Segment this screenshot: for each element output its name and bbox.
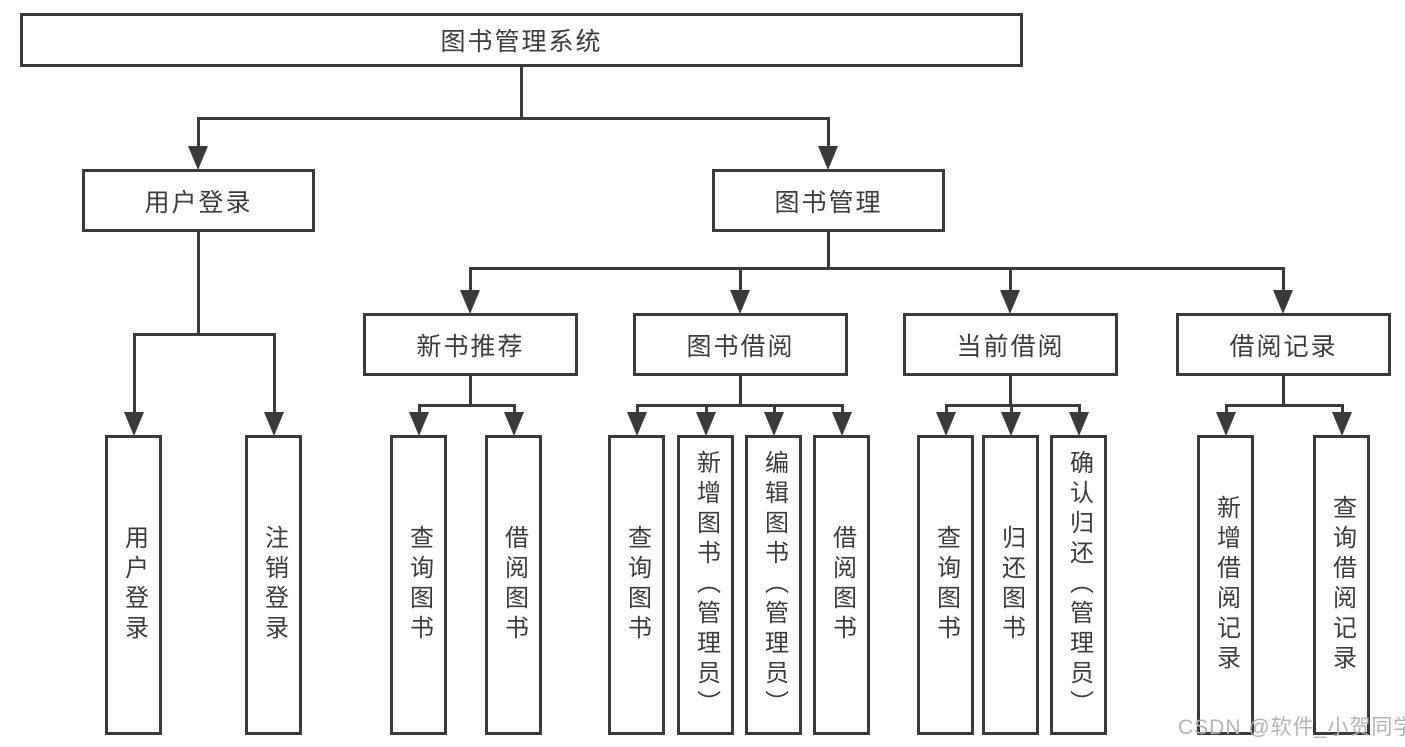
connector-line [197, 230, 200, 335]
connector-line [1225, 404, 1228, 416]
connector-line [418, 404, 421, 416]
connector-line [1078, 404, 1081, 416]
leaf-query-books-borrowing: 查询图书 [608, 435, 665, 735]
connector-line [1282, 375, 1285, 406]
arrow-down [188, 146, 208, 170]
connector-line [197, 117, 830, 120]
connector-line [773, 404, 776, 416]
arrow-down [460, 290, 480, 314]
arrow-down [730, 290, 750, 314]
arrow-down [764, 412, 784, 436]
node-borrowing-records: 借阅记录 [1176, 313, 1391, 376]
connector-line [1225, 404, 1343, 407]
arrow-down [1273, 290, 1293, 314]
connector-line [1341, 404, 1344, 416]
node-new-book-recommendation: 新书推荐 [363, 313, 578, 376]
node-book-borrowing: 图书借阅 [633, 313, 848, 376]
arrow-down [1069, 412, 1089, 436]
leaf-return-books: 归还图书 [982, 435, 1039, 735]
connector-line [1010, 404, 1013, 416]
connector-line [1282, 267, 1285, 293]
arrow-down [1216, 412, 1236, 436]
arrow-down [124, 412, 144, 436]
connector-line [469, 267, 472, 293]
leaf-add-borrow-record: 新增借阅记录 [1197, 435, 1254, 735]
connector-line [827, 230, 830, 269]
connector-line [133, 333, 136, 414]
arrow-down [1332, 412, 1352, 436]
leaf-query-books-recommend: 查询图书 [390, 435, 447, 735]
arrow-down [627, 412, 647, 436]
arrow-down [1000, 290, 1020, 314]
arrow-down [504, 412, 524, 436]
arrow-down [1001, 412, 1021, 436]
leaf-borrow-books-borrowing: 借阅图书 [813, 435, 870, 735]
arrow-down [264, 412, 284, 436]
leaf-borrow-books-recommend: 借阅图书 [485, 435, 542, 735]
connector-line [705, 404, 708, 416]
connector-line [1009, 267, 1012, 293]
connector-line [133, 333, 276, 336]
leaf-query-borrow-record: 查询借阅记录 [1313, 435, 1370, 735]
node-user-login: 用户登录 [82, 169, 315, 232]
leaf-confirm-return-admin: 确认归还（管理员） [1050, 435, 1107, 735]
arrow-down [696, 412, 716, 436]
connector-line [197, 117, 200, 149]
connector-line [739, 375, 742, 406]
connector-line [636, 404, 843, 407]
connector-line [273, 333, 276, 414]
connector-line [469, 375, 472, 406]
arrow-down [818, 146, 838, 170]
arrow-down [409, 412, 429, 436]
arrow-down [936, 412, 956, 436]
connector-line [827, 117, 830, 149]
connector-line [418, 404, 516, 407]
node-current-borrowing: 当前借阅 [903, 313, 1118, 376]
leaf-user-login: 用户登录 [105, 435, 162, 735]
connector-line [520, 66, 523, 119]
connector-line [1009, 375, 1012, 406]
connector-line [945, 404, 948, 416]
watermark: CSDN @软件_小贺同学 [1178, 716, 1405, 739]
leaf-edit-book-admin: 编辑图书（管理员） [745, 435, 802, 735]
leaf-query-books-current: 查询图书 [917, 435, 974, 735]
connector-line [636, 404, 639, 416]
connector-line [739, 267, 742, 293]
node-book-management: 图书管理 [712, 169, 945, 232]
arrow-down [832, 412, 852, 436]
connector-line [841, 404, 844, 416]
connector-line [469, 267, 1285, 270]
leaf-add-book-admin: 新增图书（管理员） [677, 435, 734, 735]
connector-line [513, 404, 516, 416]
leaf-logout: 注销登录 [245, 435, 302, 735]
node-library-management-system: 图书管理系统 [20, 13, 1023, 67]
